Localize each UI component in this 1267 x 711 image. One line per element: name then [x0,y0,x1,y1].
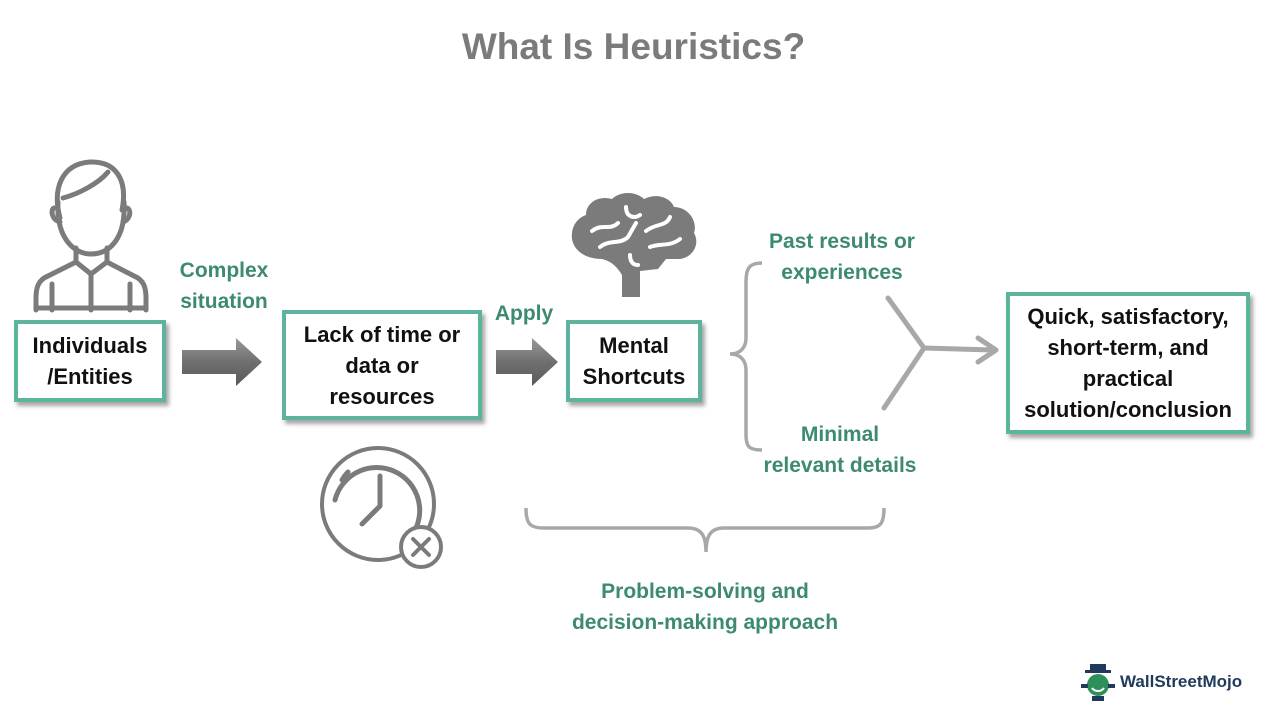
wallstreetmojo-logo-icon [1081,664,1115,701]
converge-lines [881,295,927,411]
minimal-details-label: Minimal relevant details [763,423,917,477]
approach-label: Problem-solving and decision-making appr… [571,580,839,634]
individuals-box: Individuals /Entities [14,320,166,402]
solution-box: Quick, satisfactory, short-term, and pra… [1006,292,1250,434]
past-results-label: Past results or experiences [769,230,915,284]
arrow-right-icon [182,338,262,386]
page-title: What Is Heuristics? [461,26,806,67]
person-icon [33,159,149,313]
brain-icon [571,193,697,297]
brace-bottom-icon [524,507,886,553]
mental-shortcuts-box: Mental Shortcuts [566,320,702,402]
arrow-right-icon [496,338,558,386]
apply-label: Apply [494,302,554,325]
logo-text: WallStreetMojo [1120,672,1243,691]
complex-situation-label: Complex situation [179,259,269,313]
clock-cancel-icon [320,446,443,569]
lack-of-resources-box: Lack of time or data or resources [282,310,482,420]
brace-left-icon [729,261,763,452]
arrow-right-icon [921,335,999,365]
